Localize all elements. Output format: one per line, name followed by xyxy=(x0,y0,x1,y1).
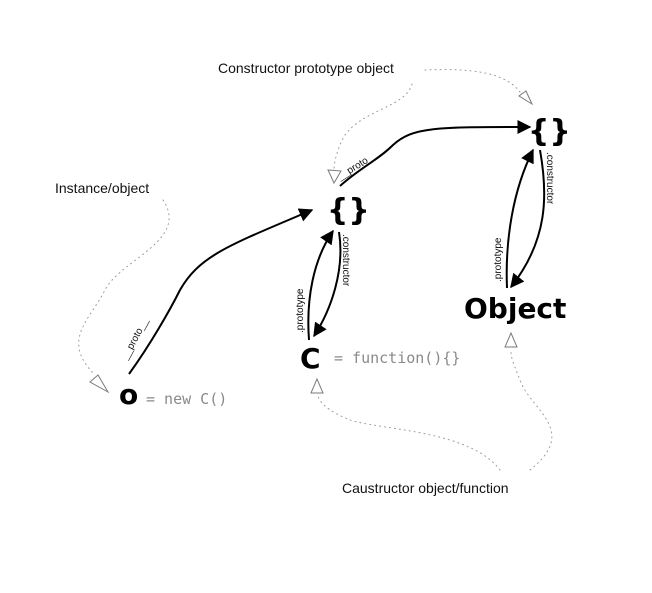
c-prototype-proto-label: __proto__ xyxy=(335,149,380,183)
constructor-prototype-annotation-leader-right xyxy=(424,69,521,93)
constructor-function-annotation-leader-left xyxy=(317,394,501,471)
o-proto-label: __proto__ xyxy=(119,316,151,362)
object-prototype-node: {} xyxy=(528,114,571,149)
c-constructor-arrow xyxy=(313,231,342,338)
o-proto-arrow xyxy=(128,208,314,375)
object-constructor-arrow xyxy=(510,149,546,289)
object-function-node: Object xyxy=(464,292,566,325)
constructor-prototype-annotation-leader xyxy=(333,83,413,171)
constructor-prototype-leader-hollow-arrowhead-left xyxy=(327,169,342,185)
instance-annotation: Instance/object xyxy=(55,180,149,196)
c-function-code: = function(){} xyxy=(334,349,460,367)
c-prototype-arrow xyxy=(307,229,334,341)
constructor-function-leader-hollow-arrowhead-left xyxy=(310,377,324,394)
constructor-prototype-leader-hollow-arrowhead-right xyxy=(518,90,534,106)
constructor-prototype-annotation: Constructor prototype object xyxy=(218,60,394,76)
instance-code: = new C() xyxy=(146,390,227,408)
c-constructor-label: .constructor xyxy=(340,234,351,287)
c-prototype-label: .prototype xyxy=(295,288,306,333)
object-constructor-label: .constructor xyxy=(544,152,555,205)
constructor-function-annotation: Caustructor object/function xyxy=(342,480,509,496)
constructor-function-annotation-leader-right xyxy=(510,351,553,471)
instance-node: o xyxy=(119,378,138,411)
c-function-node: C xyxy=(300,342,321,375)
c-prototype-proto-arrow xyxy=(339,120,532,187)
constructor-function-leader-hollow-arrowhead-right xyxy=(504,331,518,348)
instance-leader-hollow-arrowhead xyxy=(89,374,110,394)
object-prototype-arrow xyxy=(505,148,534,289)
object-prototype-label: .prototype xyxy=(493,237,504,282)
c-prototype-node: {} xyxy=(327,193,370,228)
